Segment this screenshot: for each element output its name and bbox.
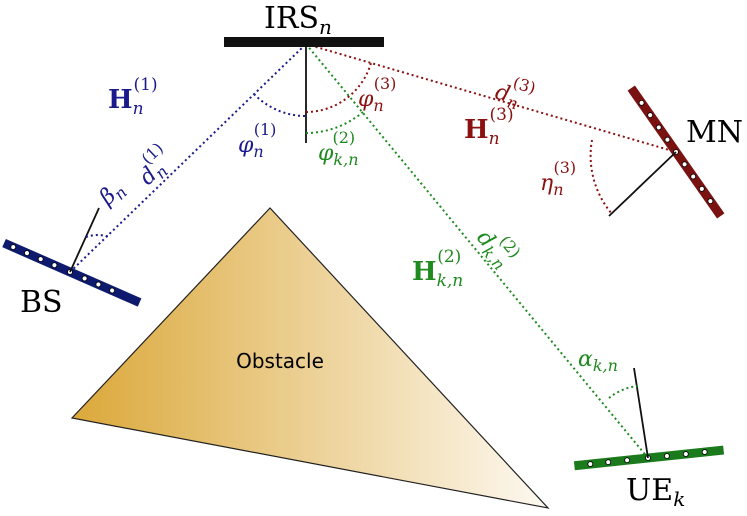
link-irs-mn xyxy=(305,43,677,153)
irs-label: IRSn xyxy=(264,1,332,39)
ue-antenna xyxy=(587,461,594,467)
svg-text:dk,n(2): dk,n(2) xyxy=(469,219,524,275)
svg-text:dn(3): dn(3) xyxy=(492,69,538,117)
ue-antenna xyxy=(624,457,631,464)
angle-label-alpha: αk,n xyxy=(578,347,618,375)
ue-normal xyxy=(633,367,649,459)
svg-text:dn(1): dn(1) xyxy=(127,139,181,193)
mn-antenna xyxy=(655,124,662,131)
mn-antenna xyxy=(707,198,714,205)
angle-label-phi1: φn(1) xyxy=(238,120,276,161)
angle-label-phi2: φk,n(2) xyxy=(318,128,359,169)
mn-antenna xyxy=(638,99,645,106)
irs-angle-arc-phi3 xyxy=(305,62,372,113)
bs-array xyxy=(2,238,142,307)
bs-antenna xyxy=(51,262,58,269)
ue-antenna xyxy=(663,453,670,459)
channel-label-irs-ue: Hk,n(2) xyxy=(412,247,463,291)
angle-label-eta: ηn(3) xyxy=(540,158,576,199)
angle-label-phi3: φn(3) xyxy=(358,74,396,115)
channel-label-bs-irs: Hn(1) xyxy=(108,75,158,119)
bs-antenna xyxy=(10,244,17,250)
obstacle-label: Obstacle xyxy=(236,349,324,373)
bs-antenna xyxy=(37,256,44,263)
obstacle-shape xyxy=(70,207,550,509)
mn-antenna xyxy=(664,136,671,143)
mn-antenna xyxy=(681,161,688,168)
ue-antenna xyxy=(682,451,689,457)
mn-label: MN xyxy=(686,115,743,150)
ue-array xyxy=(573,445,725,471)
ue-label: UEk xyxy=(626,473,685,511)
bs-label: BS xyxy=(20,285,63,320)
distance-label-bs-irs: dn(1) xyxy=(127,139,181,193)
ue-antenna xyxy=(701,449,708,455)
distance-label-irs-mn: dn(3) xyxy=(492,69,538,117)
angle-label-beta: βn xyxy=(94,176,131,213)
bs-normal xyxy=(69,207,100,273)
ue-antenna xyxy=(605,459,612,466)
mn-antenna xyxy=(698,185,705,192)
bs-antenna xyxy=(81,275,88,282)
mn-normal xyxy=(608,151,677,217)
irs-angle-arc-phi2 xyxy=(305,111,364,134)
mn-angle-arc-eta xyxy=(589,139,613,215)
bs-antenna xyxy=(109,287,116,294)
mn-antenna xyxy=(690,173,697,180)
bs-antenna xyxy=(24,250,30,257)
bs-antenna xyxy=(95,281,102,288)
mn-antenna xyxy=(647,112,654,119)
distance-label-irs-ue: dk,n(2) xyxy=(469,219,524,275)
ue-angle-arc-alpha xyxy=(608,385,639,399)
irs-panel xyxy=(224,37,384,47)
irs-angle-arc-phi1 xyxy=(253,93,307,118)
channel-label-irs-mn: Hn(3) xyxy=(464,105,514,149)
bs-angle-arc-beta xyxy=(85,234,111,238)
